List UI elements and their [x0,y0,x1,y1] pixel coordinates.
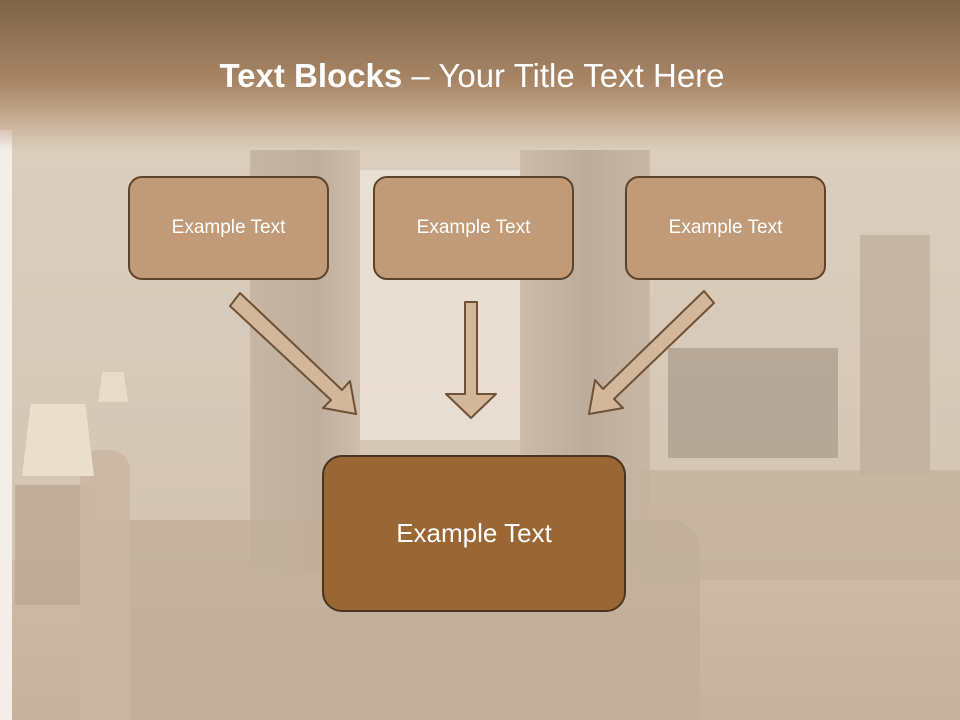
wall-lamp-icon [98,372,128,402]
text-block-3-label: Example Text [668,217,783,238]
title-bold-part: Text Blocks [219,57,403,94]
lamp-icon [22,404,94,476]
text-block-2[interactable]: Example Text [373,176,574,280]
text-block-1[interactable]: Example Text [128,176,329,280]
left-edge-strip [0,130,12,720]
text-block-1-label: Example Text [171,217,286,238]
title-band: Text Blocks – Your Title Text Here [0,0,960,150]
text-block-2-label: Example Text [416,217,531,238]
text-block-3[interactable]: Example Text [625,176,826,280]
slide-title[interactable]: Text Blocks – Your Title Text Here [0,56,944,96]
title-dash: – [402,57,439,94]
shelf [860,235,930,475]
title-rest: Your Title Text Here [438,57,725,94]
headboard [80,450,130,720]
main-text-block[interactable]: Example Text [322,455,626,612]
main-text-block-label: Example Text [396,518,552,548]
